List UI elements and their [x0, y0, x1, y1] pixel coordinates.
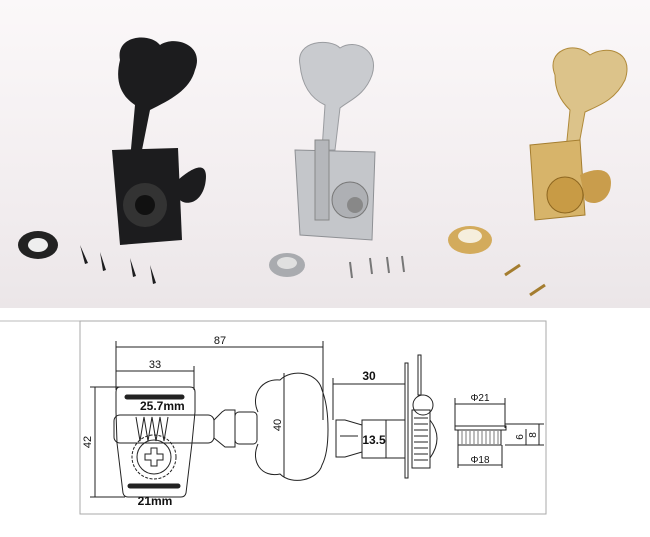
product-photo — [0, 0, 650, 308]
dim-post-diameter: 13.5 — [362, 433, 386, 447]
dim-bushing-h1: 6 — [515, 434, 526, 440]
technical-drawing: 87 33 42 25.7mm 21mm 40 30 13.5 Φ21 Φ18 … — [0, 308, 650, 537]
chrome-tuner — [269, 41, 405, 279]
dim-key-height: 40 — [272, 419, 284, 431]
dim-bushing-h2: 8 — [528, 432, 539, 438]
dim-side-depth: 30 — [362, 369, 376, 383]
dim-bushing-outer: Φ21 — [470, 393, 490, 404]
dim-plate-width: 33 — [149, 359, 161, 371]
dim-bushing-inner: Φ18 — [470, 455, 490, 466]
gold-tuner — [448, 47, 628, 297]
dim-top-slot: 25.7mm — [140, 399, 185, 413]
dim-bottom-slot: 21mm — [138, 494, 173, 508]
side-view — [332, 354, 438, 479]
black-tuner — [18, 37, 206, 284]
dim-overall-length: 87 — [214, 335, 226, 347]
bushing-view — [454, 398, 544, 468]
drawing-frame — [79, 320, 547, 515]
dim-plate-height: 42 — [82, 436, 94, 448]
front-view — [90, 341, 329, 498]
tuners-photo — [18, 37, 628, 297]
dimension-drawing: 87 33 42 25.7mm 21mm 40 30 13.5 Φ21 Φ18 … — [0, 320, 547, 515]
